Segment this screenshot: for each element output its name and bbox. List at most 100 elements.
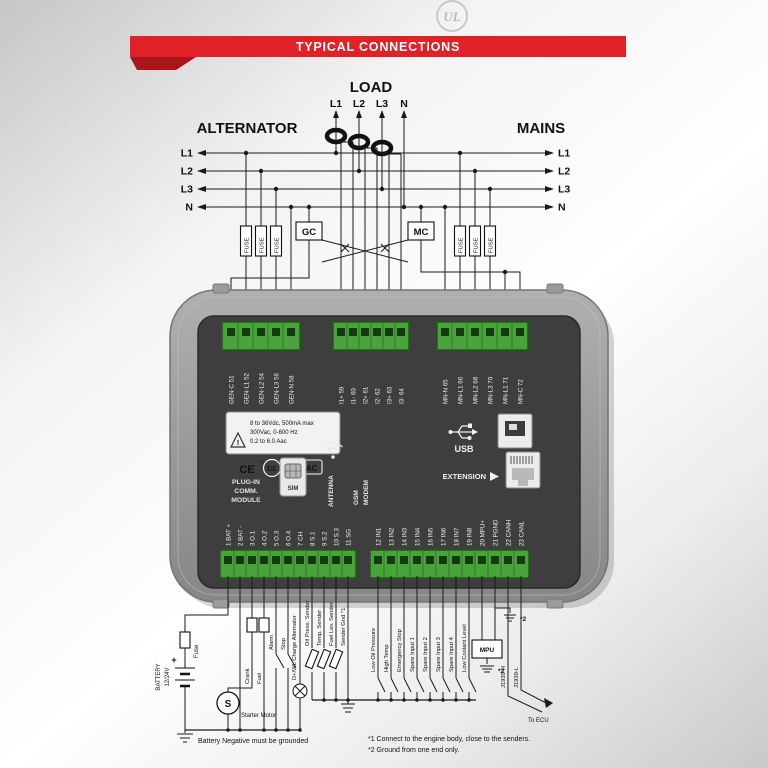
battery-symbol (175, 667, 195, 688)
load-title: LOAD (350, 79, 393, 96)
plugin-module-line2: COMM. (234, 488, 258, 495)
warning-triangle-icon (230, 431, 246, 448)
fuse-mains-l3: FUSE (483, 225, 497, 257)
terminal-label-mn-c-72: MN-C 72 (518, 379, 525, 404)
footnote-2: *2 Ground from one end only. (368, 747, 459, 754)
input-label-high-temp: High Temp (384, 644, 390, 672)
load-feeders (333, 110, 407, 207)
fuse-gen-l2-label: FUSE (259, 237, 265, 253)
terminal-label-18-in7: 18 IN7 (454, 527, 461, 546)
starter-motor-letter: S (225, 699, 232, 710)
alt-phase-l2: L2 (181, 166, 193, 178)
current-transformers (324, 127, 402, 324)
mount-tab (212, 283, 230, 294)
alternator-title: ALTERNATOR (197, 120, 298, 137)
terminal-label-mn-n-65: MN-N 65 (443, 379, 450, 404)
terminal-label-1-bat-plus: 1 BAT + (226, 524, 233, 546)
mount-tab (546, 598, 564, 609)
load-phase-n: N (400, 98, 408, 110)
relay-coil-crank (246, 617, 258, 633)
spec-line-3: 0.2 to 6.0 Aac (250, 439, 287, 445)
alt-phase-l3: L3 (181, 184, 193, 196)
mount-tab (212, 598, 230, 609)
terminal-label-gen-n-58: GEN-N 58 (289, 375, 296, 404)
fuse-gen-l1: FUSE (239, 225, 253, 257)
terminal-label-8-s1: 8 S.1 (310, 531, 317, 546)
extension-label: EXTENSION (443, 472, 486, 481)
terminal-label-16-in5: 16 IN5 (428, 527, 435, 546)
contactor-interlock (308, 207, 422, 263)
j1939-l-label: J1939-L (514, 666, 520, 688)
fuse-mains-l1: FUSE (453, 225, 467, 257)
terminal-label-15-in4: 15 IN4 (415, 527, 422, 546)
sender-label-oil: Oil Press. Sender (305, 601, 311, 646)
terminal-label-gen-l2-54: GEN-L2 54 (259, 372, 266, 404)
terminal-strip-gen (221, 321, 301, 351)
battery-label-2: 12/24V (165, 667, 171, 686)
plugin-module-line3: MODULE (231, 497, 261, 504)
gen-contactor-box: GC (295, 221, 323, 241)
sender-label-temp: Temp. Sender (317, 610, 323, 646)
eac-mark-text: EAC (301, 464, 318, 473)
terminal-label-mn-l1-66: MN-L1 66 (458, 376, 465, 404)
terminal-label-22-canh: 22 CANH (506, 520, 513, 546)
modem-label: MODEM (363, 480, 370, 505)
starter-motor: S (216, 691, 240, 715)
terminal-label-6-o4: 6 O.4 (286, 530, 293, 546)
gen-contactor-label: GC (302, 227, 316, 238)
mpu-box: MPU (471, 639, 503, 659)
load-phase-l3: L3 (376, 98, 388, 110)
to-ecu-label: To ECU (528, 718, 549, 724)
mains-contactor-box: MC (407, 221, 435, 241)
ul-watermark-text: UL (443, 9, 460, 24)
terminal-label-i3m-64: I3- 64 (399, 388, 406, 404)
fuse-mains-l3-label: FUSE (488, 237, 494, 253)
sender-symbol-temp (316, 648, 332, 670)
sender-label-fuel: Fuel Lev. Sender (329, 602, 335, 646)
terminal-label-11-sg: 11 SG (346, 529, 353, 546)
spec-box: ! 8 to 36Vdc, 500mA max 300Vac, 0-600 Hz… (225, 411, 341, 455)
sender-symbol-oil (304, 648, 320, 670)
terminal-strip-ct (332, 321, 410, 351)
j1939-h-label: J1939-H (501, 666, 507, 688)
input-label-low-oil: Low Oil Pressure (371, 628, 377, 672)
rj45-port (505, 451, 541, 489)
fuse-mains-l1-label: FUSE (458, 237, 464, 253)
mains-phase-l1: L1 (558, 148, 570, 160)
battery-fuse-label: Fuse (194, 644, 200, 658)
load-phase-l1: L1 (330, 98, 342, 110)
input-label-spare3: Spare Input 3 (436, 637, 442, 672)
terminal-label-gen-c-51: GEN-C 51 (229, 375, 236, 404)
battery-circuit-wires (184, 576, 302, 732)
output-label-stop: Stop (281, 638, 287, 650)
ul-mark-c: c (261, 459, 264, 465)
terminal-label-gen-l3-56: GEN-L3 56 (274, 372, 281, 404)
terminal-strip-bottom-right (369, 549, 530, 579)
usb-trident-icon (448, 423, 478, 440)
input-label-spare4: Spare Input 4 (449, 636, 455, 672)
sim-label: SIM (288, 486, 299, 492)
terminal-label-i2m-62: I2- 62 (375, 388, 382, 404)
relay-coil-fuel (258, 617, 270, 633)
mains-phase-l2: L2 (558, 166, 570, 178)
banner-bar (130, 36, 626, 57)
terminal-label-14-in3: 14 IN3 (402, 527, 409, 546)
terminal-label-20-mpu: 20 MPU+ (480, 520, 487, 546)
sim-card-icon: SIM (279, 457, 307, 497)
terminal-label-3-o1: 3 O.1 (250, 530, 257, 546)
input-label-spare1: Spare Input 1 (410, 637, 416, 672)
ground-symbol-battery (177, 730, 193, 743)
sender-symbol-fuel (328, 648, 344, 670)
warning-mark: ! (237, 438, 240, 447)
ul-mark-text: UL (267, 464, 277, 473)
input-label-emergency-stop: Emergency Stop (397, 629, 403, 672)
mains-phase-l3: L3 (558, 184, 570, 196)
input-label-low-coolant: Low Coolant Level (462, 624, 468, 672)
input-label-spare2: Spare Input 2 (423, 637, 429, 672)
load-phase-l2: L2 (353, 98, 365, 110)
ground-note-2a: *2 (520, 616, 527, 623)
device-panel (197, 315, 581, 589)
terminal-label-12-in1: 12 IN1 (376, 527, 383, 546)
header-banner: TYPICAL CONNECTIONS (130, 36, 626, 70)
